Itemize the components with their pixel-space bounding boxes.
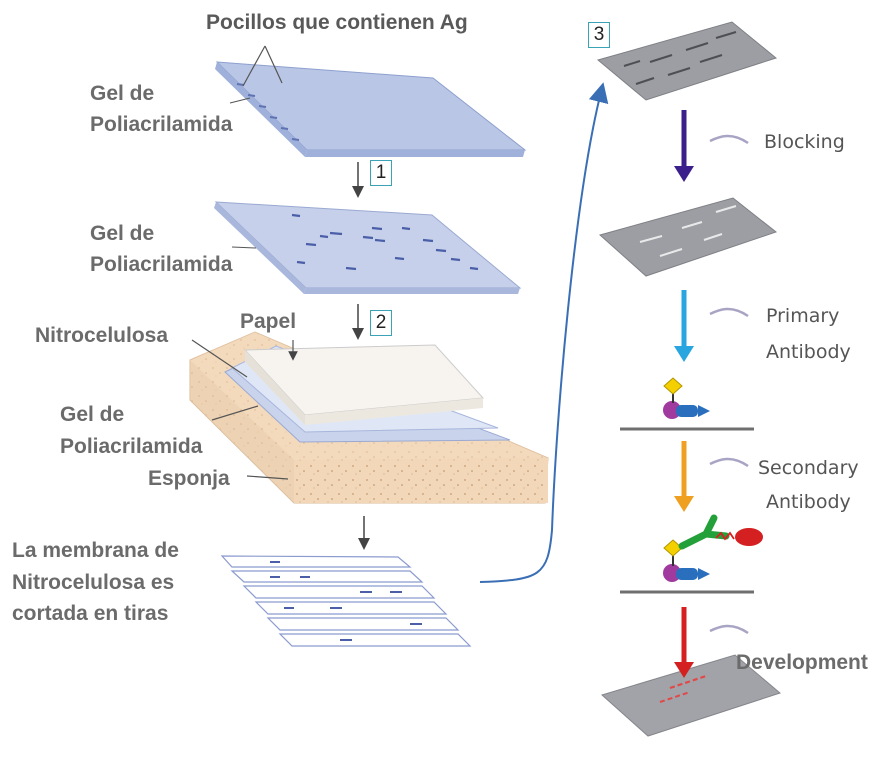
primary-label-line2: Antibody	[766, 341, 851, 363]
step-2-badge: 2	[370, 310, 392, 336]
blocking-pointer	[709, 134, 749, 145]
primary-antibody-arrow	[674, 290, 694, 362]
gel2-label-line2: Poliacrilamida	[90, 253, 233, 276]
transfer-sandwich	[189, 331, 549, 504]
membrane-developed	[601, 654, 782, 737]
membrane-strips	[220, 555, 472, 647]
cut-label-line2: Nitrocelulosa es	[12, 571, 175, 594]
development-label: Development	[736, 651, 868, 674]
gel-with-bands	[214, 201, 522, 294]
primary-label-line1: Primary	[766, 305, 840, 327]
gel1-label-line1: Gel de	[90, 82, 155, 105]
primary-binding-illustration	[620, 377, 754, 431]
primary-pointer	[709, 307, 749, 318]
step-3-badge: 3	[588, 22, 610, 48]
secondary-pointer	[709, 457, 749, 468]
nitrocellulose-label: Nitrocelulosa	[35, 324, 169, 347]
membrane-top	[596, 21, 778, 101]
blocking-label: Blocking	[764, 131, 845, 153]
sponge-label: Esponja	[148, 467, 230, 490]
paper-label: Papel	[240, 310, 297, 333]
cut-label-line3: cortada en tiras	[12, 602, 169, 625]
connector-arrow	[479, 82, 609, 583]
wells-label: Pocillos que contienen Ag	[206, 11, 468, 34]
gel3-label-line2: Poliacrilamida	[60, 435, 203, 458]
secondary-binding-illustration	[620, 514, 763, 594]
secondary-label-line2: Antibody	[766, 491, 851, 513]
gel-with-wells	[215, 45, 527, 157]
secondary-antibody-arrow	[674, 441, 694, 512]
gel1-label-line2: Poliacrilamida	[90, 113, 233, 136]
development-pointer	[709, 624, 749, 635]
blocking-arrow	[674, 110, 694, 182]
gel2-label-line1: Gel de	[90, 222, 155, 245]
gel3-label-line1: Gel de	[60, 403, 125, 426]
membrane-blocked	[598, 197, 778, 277]
step-1-badge: 1	[370, 160, 392, 186]
development-arrow	[674, 607, 694, 678]
cut-label-line1: La membrana de	[12, 539, 179, 562]
secondary-label-line1: Secondary	[758, 457, 859, 479]
